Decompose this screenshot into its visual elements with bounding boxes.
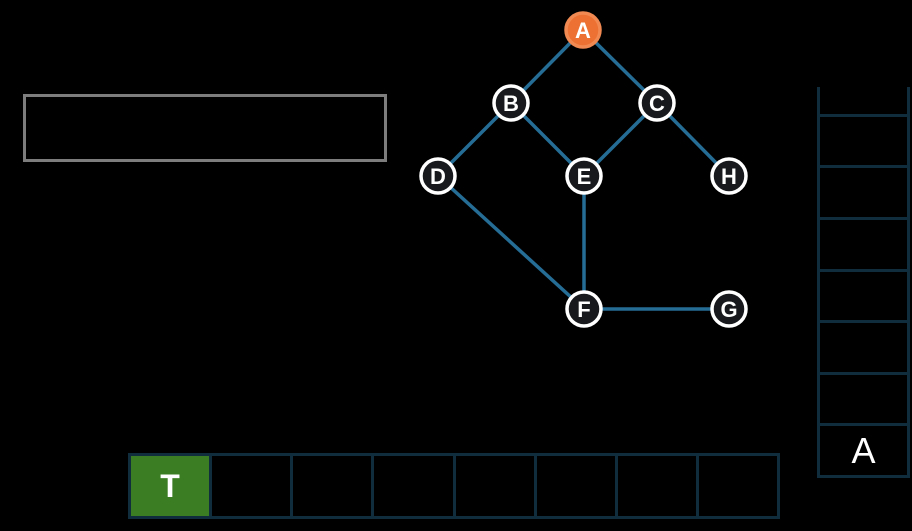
stack-container: A <box>817 87 910 478</box>
graph-node-G[interactable]: G <box>710 290 748 328</box>
visited-cell-0: T <box>131 456 213 516</box>
graph-node-E[interactable]: E <box>565 157 603 195</box>
edge-D-F <box>436 174 586 311</box>
graph-node-F[interactable]: F <box>565 290 603 328</box>
stack-slot-empty <box>820 87 907 114</box>
node-circle-G[interactable] <box>710 290 748 328</box>
node-label-G: G <box>720 297 737 322</box>
node-label-F: F <box>577 297 590 322</box>
stack-slot-empty <box>820 268 907 321</box>
node-label-D: D <box>430 164 446 189</box>
stack-slot-empty <box>820 216 907 269</box>
stack-slot-empty <box>820 371 907 424</box>
node-label-B: B <box>503 91 519 116</box>
stack-slot-empty <box>820 113 907 166</box>
node-circle-D[interactable] <box>419 157 457 195</box>
graph-node-H[interactable]: H <box>710 157 748 195</box>
visited-array: T <box>128 453 780 519</box>
graph-node-A[interactable]: A <box>564 11 602 49</box>
visited-cell-2 <box>293 456 375 516</box>
graph-node-D[interactable]: D <box>419 157 457 195</box>
visited-cell-4 <box>456 456 537 516</box>
node-circle-E[interactable] <box>565 157 603 195</box>
visited-cell-3 <box>374 456 456 516</box>
node-label-A: A <box>575 18 591 43</box>
message-box <box>23 94 387 162</box>
visited-cell-5 <box>537 456 618 516</box>
graph-node-C[interactable]: C <box>638 84 676 122</box>
node-label-E: E <box>577 164 592 189</box>
visited-cell-1 <box>212 456 294 516</box>
node-circle-C[interactable] <box>638 84 676 122</box>
stack-slot-empty <box>820 320 907 372</box>
stack-item-A: A <box>820 423 907 475</box>
visited-cell-7 <box>699 456 777 516</box>
graph-node-B[interactable]: B <box>492 84 530 122</box>
node-circle-B[interactable] <box>492 84 530 122</box>
stack-slot-empty <box>820 165 907 217</box>
node-circle-F[interactable] <box>565 290 603 328</box>
node-label-H: H <box>721 164 737 189</box>
node-label-C: C <box>649 91 665 116</box>
visited-cell-6 <box>618 456 699 516</box>
node-circle-H[interactable] <box>710 157 748 195</box>
node-circle-A[interactable] <box>564 11 602 49</box>
